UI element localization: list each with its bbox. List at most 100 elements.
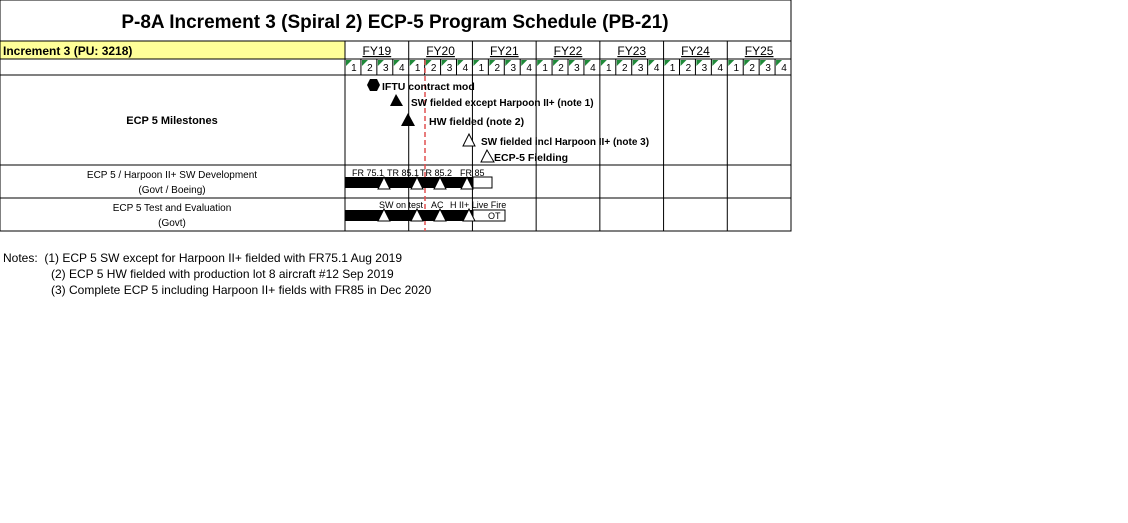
test-marker-label: AC (431, 200, 444, 210)
quarter-label: 4 (781, 63, 787, 74)
test-bar-open (472, 209, 506, 222)
quarter-tick-marker (712, 60, 719, 66)
quarter-label: 4 (463, 63, 469, 74)
row-label-milestones: ECP 5 Milestones (126, 115, 218, 127)
row-label-sw-dev-sub: (Govt / Boeing) (138, 185, 205, 196)
sw-dev-triangle (433, 175, 447, 190)
row-label-test: ECP 5 Test and Evaluation (113, 203, 232, 214)
quarter-tick-marker (776, 60, 783, 66)
quarter-tick-marker (664, 60, 671, 66)
test-bar-filled (345, 210, 473, 221)
quarter-label: 2 (367, 63, 373, 74)
milestone-open-triangle (462, 132, 476, 147)
quarter-tick-marker (632, 60, 639, 66)
sw-dev-bar-filled (345, 177, 473, 188)
quarter-label: 3 (702, 63, 708, 74)
sw-dev-marker-label: FR 75.1 (352, 168, 384, 178)
quarter-tick-marker (584, 60, 591, 66)
sw-dev-marker-label: TR 85.1 (387, 168, 419, 178)
row-label-sw-dev: ECP 5 / Harpoon II+ SW Development (87, 170, 257, 181)
quarter-tick-marker (600, 60, 607, 66)
fiscal-year-label: FY19 (363, 44, 392, 58)
quarter-label: 3 (510, 63, 516, 74)
test-triangle (377, 207, 391, 222)
quarter-label: 1 (351, 63, 357, 74)
sw-dev-marker-label: TR 85.2 (420, 168, 452, 178)
quarter-tick-marker (616, 60, 623, 66)
test-triangle (462, 207, 476, 222)
quarter-tick-marker (569, 60, 575, 66)
schedule-chart: P-8A Increment 3 (Spiral 2) ECP-5 Progra… (0, 0, 792, 232)
sw-dev-triangle (377, 175, 391, 190)
quarter-label: 3 (383, 63, 389, 74)
quarter-label: 1 (606, 63, 612, 74)
fiscal-year-label: FY21 (490, 44, 519, 58)
note-3: (3) Complete ECP 5 including Harpoon II+… (51, 283, 432, 297)
sw-dev-marker-label: FR 85 (460, 168, 485, 178)
quarter-label: 3 (574, 63, 580, 74)
quarter-label: 1 (542, 63, 548, 74)
quarter-tick-marker (346, 60, 352, 66)
notes-prefix: Notes: (3, 251, 38, 265)
quarter-label: 4 (590, 63, 596, 74)
fiscal-year-label: FY24 (681, 44, 710, 58)
quarter-tick-marker (441, 60, 448, 66)
note-1: Notes: (1) ECP 5 SW except for Harpoon I… (3, 251, 402, 265)
quarter-label: 2 (558, 63, 564, 74)
test-marker-label: SW on test (379, 200, 424, 210)
quarter-label: 3 (447, 63, 453, 74)
milestone-label-fielding: ECP-5 Fielding (494, 152, 568, 164)
milestone-filled-triangle (390, 94, 403, 106)
quarter-tick-marker (505, 60, 512, 66)
sw-dev-bar-open (472, 176, 493, 189)
quarter-tick-marker (409, 60, 416, 66)
quarter-tick-marker (537, 60, 544, 66)
quarter-tick-marker (457, 60, 464, 66)
milestone-label-hw-fielded: HW fielded (note 2) (429, 116, 524, 128)
sw-dev-triangle (460, 175, 474, 190)
quarter-tick-marker (425, 60, 432, 66)
fiscal-year-label: FY23 (617, 44, 646, 58)
milestone-label-iftu: IFTU contract mod (382, 81, 475, 93)
quarter-tick-marker (393, 60, 400, 66)
quarter-label: 4 (526, 63, 532, 74)
quarter-label: 4 (654, 63, 660, 74)
quarter-label: 2 (622, 63, 628, 74)
milestone-filled-triangle (401, 113, 415, 126)
quarter-tick-marker (760, 60, 767, 66)
fiscal-year-label: FY25 (745, 44, 774, 58)
chart-title: P-8A Increment 3 (Spiral 2) ECP-5 Progra… (121, 12, 668, 33)
milestone-hexagon-marker (367, 79, 380, 91)
quarter-tick-marker (489, 60, 496, 66)
quarter-tick-marker (521, 60, 528, 66)
quarter-tick-marker (361, 60, 368, 66)
quarter-label: 1 (415, 63, 421, 74)
quarter-tick-marker (648, 60, 655, 66)
test-triangle (433, 207, 447, 222)
milestone-label-sw-incl: SW fielded incl Harpoon II+ (note 3) (481, 137, 649, 148)
notes-block: Notes: (1) ECP 5 SW except for Harpoon I… (3, 250, 431, 298)
quarter-tick-marker (473, 60, 480, 66)
quarter-label: 1 (733, 63, 739, 74)
quarter-label: 2 (431, 63, 437, 74)
quarter-tick-marker (728, 60, 735, 66)
milestone-label-sw-fielded: SW fielded except Harpoon II+ (note 1) (411, 98, 594, 109)
test-triangle (410, 207, 424, 222)
test-bar-label: OT (488, 211, 501, 221)
quarter-label: 2 (749, 63, 755, 74)
quarter-label: 4 (718, 63, 724, 74)
quarter-label: 3 (765, 63, 771, 74)
milestone-open-triangle (480, 148, 495, 163)
note-2: (2) ECP 5 HW fielded with production lot… (51, 267, 394, 281)
fiscal-year-label: FY22 (554, 44, 583, 58)
quarter-label: 2 (495, 63, 501, 74)
sw-dev-triangle (410, 175, 424, 190)
quarter-label: 1 (670, 63, 676, 74)
fiscal-year-label: FY20 (426, 44, 455, 58)
quarter-tick-marker (744, 60, 751, 66)
quarter-label: 4 (399, 63, 405, 74)
row-label-test-sub: (Govt) (158, 218, 186, 229)
quarter-tick-marker (696, 60, 703, 66)
quarter-tick-marker (553, 60, 560, 66)
quarter-label: 1 (479, 63, 485, 74)
